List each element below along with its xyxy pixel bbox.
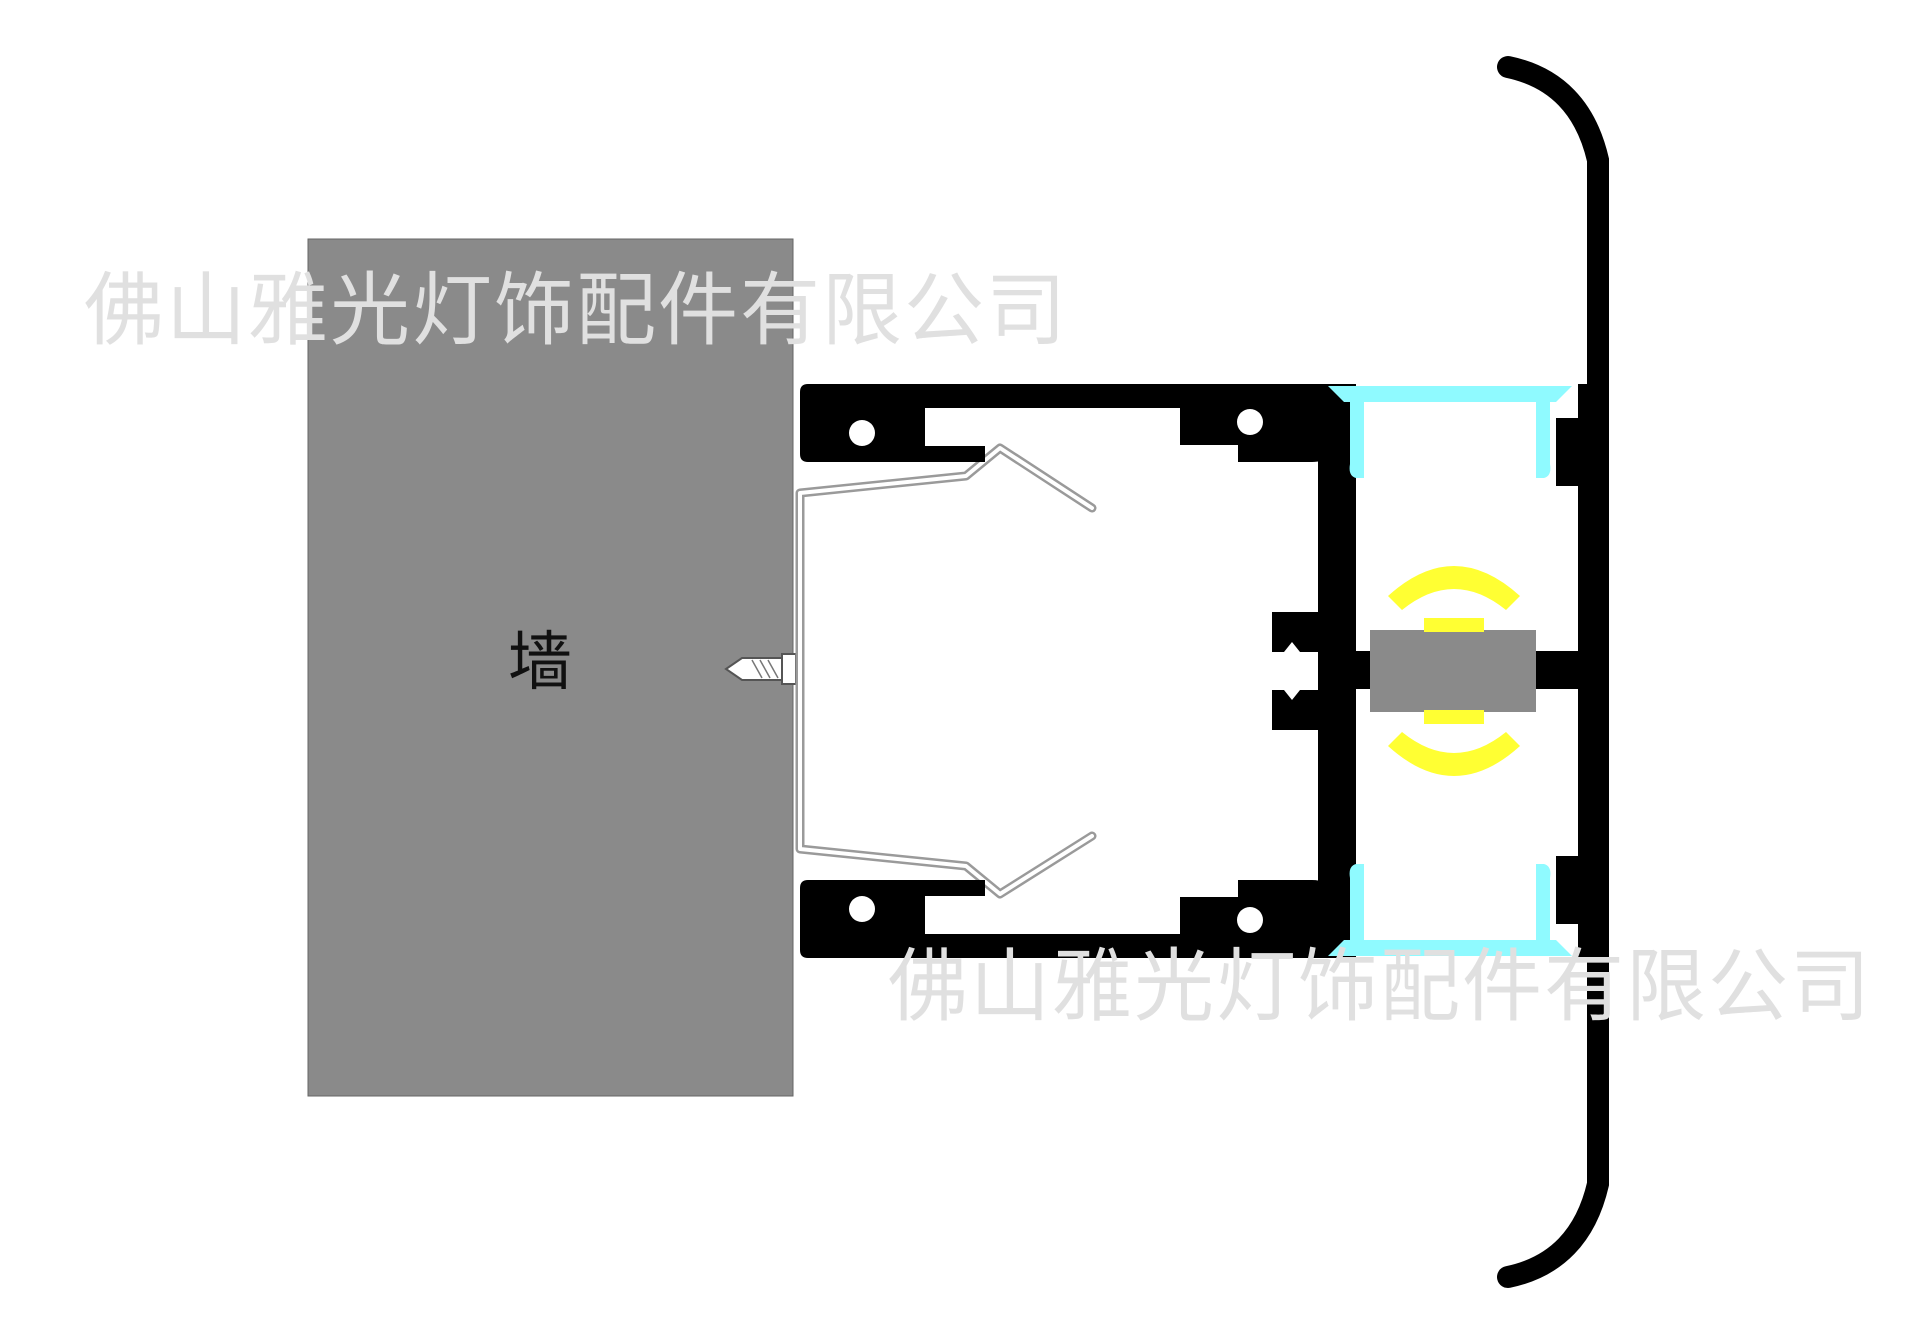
wall-label: 墙 (508, 626, 572, 700)
led-light-arc-top (1388, 566, 1520, 610)
watermark-bottom: 佛山雅光灯饰配件有限公司 (888, 940, 1872, 1033)
diffuser-lens (1328, 386, 1572, 956)
wall-block (307, 238, 794, 1097)
watermark-top: 佛山雅光灯饰配件有限公司 (84, 264, 1068, 357)
mounting-spring-clip (795, 443, 1097, 899)
led-board (1370, 630, 1536, 712)
wall-anchor-screw (724, 653, 797, 685)
led-light-arc-bottom (1388, 732, 1520, 776)
led-chip-top (1424, 618, 1484, 632)
led-strip (1370, 566, 1536, 776)
outer-curved-cover (1497, 56, 1609, 1288)
profile-screw-channels (849, 409, 1263, 933)
led-chip-bottom (1424, 710, 1484, 724)
